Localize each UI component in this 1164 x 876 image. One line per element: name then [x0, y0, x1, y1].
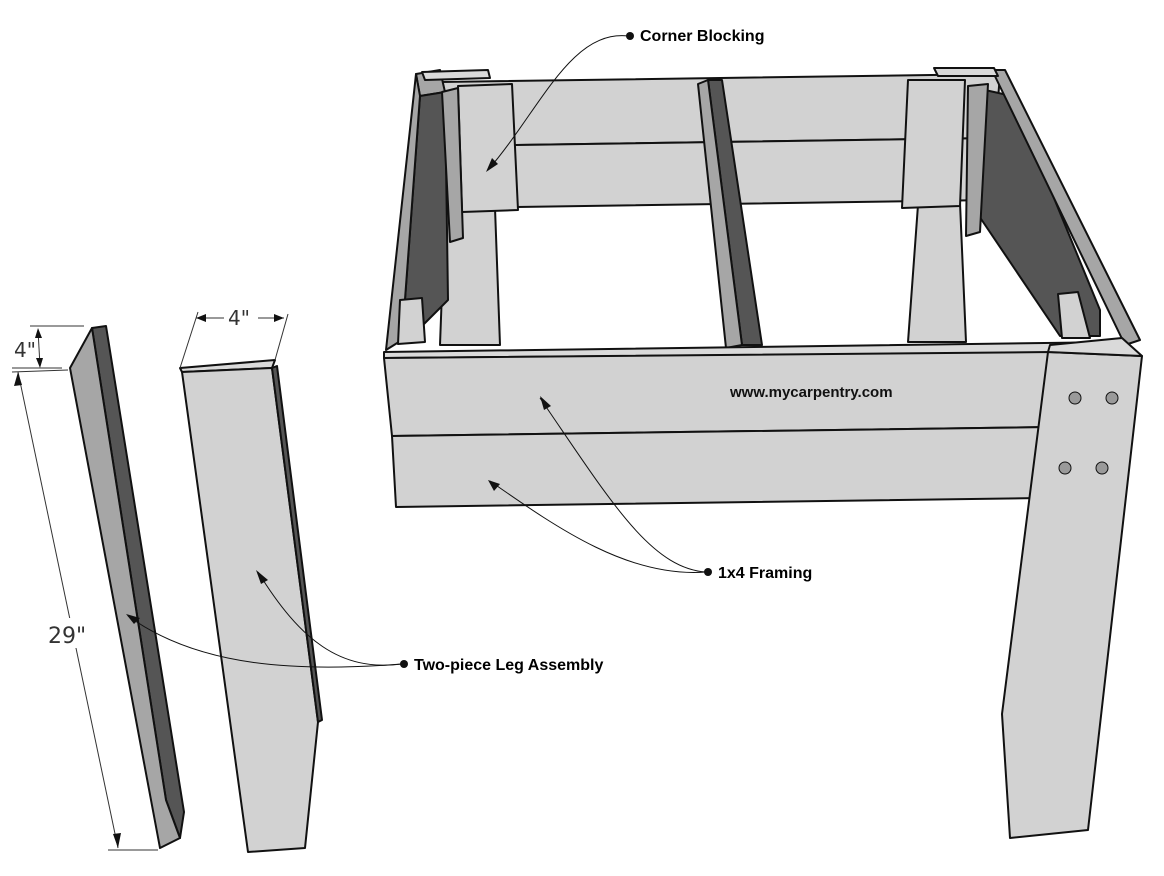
corner-block-front-right	[1057, 291, 1091, 339]
framing-label: 1x4 Framing	[718, 565, 812, 582]
arrowhead-icon	[274, 314, 284, 322]
arrowhead-icon	[36, 358, 43, 368]
right-side-rail	[974, 89, 1101, 337]
corner-block-back-right	[901, 79, 966, 209]
narrow-leg-edge	[91, 327, 167, 801]
corner-blocking-label: Corner Blocking	[640, 28, 764, 45]
arrowhead-icon	[540, 396, 551, 410]
arrowhead-icon	[256, 570, 268, 584]
back-right-leg	[907, 202, 967, 343]
corner-block-right-side	[965, 83, 989, 237]
narrow-leg-side	[91, 325, 185, 839]
corner-block-back-left	[457, 83, 519, 213]
table-frame	[383, 67, 1143, 839]
screw-icon	[1058, 461, 1072, 475]
leg-assembly-label: Two-piece Leg Assembly	[414, 657, 603, 674]
front-right-leg-top	[1047, 337, 1143, 357]
front-rail-bottom-board	[391, 426, 1051, 508]
arrowhead-icon	[14, 372, 22, 386]
corner-block-left-side	[441, 87, 464, 243]
leg-assembly-leader-narrow	[127, 615, 403, 668]
middle-stretcher-edge	[697, 79, 743, 349]
arrowhead-icon	[126, 614, 140, 624]
callout-dot	[626, 32, 634, 40]
leg-width-label: 4"	[228, 306, 250, 330]
framing-leader-upper	[539, 397, 707, 573]
arrowhead-icon	[196, 314, 206, 322]
corner-block-front-left	[397, 297, 426, 345]
arrowhead-icon	[35, 328, 42, 338]
arrowhead-icon	[486, 158, 498, 172]
wide-leg-side	[271, 365, 323, 723]
screw-icon	[1105, 391, 1119, 405]
corner-blocking-leader	[487, 35, 629, 171]
screw-icon	[1068, 391, 1082, 405]
arrowhead-icon	[488, 480, 500, 491]
back-left-leg-cap	[421, 69, 491, 81]
screw-icon	[1095, 461, 1109, 475]
dimensions: 29" 4" 4"	[11, 305, 289, 851]
leg-thickness-label: 4"	[14, 338, 36, 362]
leg-length-label: 29"	[48, 624, 86, 649]
dimension-label-bg	[42, 618, 92, 648]
framing-leader-lower	[489, 480, 707, 574]
wide-leg-face	[181, 367, 319, 853]
arrowhead-icon	[113, 833, 121, 848]
leg-pieces	[69, 325, 323, 853]
leg-length-dimension-line	[17, 371, 119, 849]
back-right-leg-cap	[933, 67, 999, 77]
front-rail-top-board	[383, 351, 1053, 437]
right-side-rail-edge	[991, 69, 1141, 346]
callout-dot	[400, 660, 408, 668]
website-watermark: www.mycarpentry.com	[729, 384, 893, 401]
callouts: Corner Blocking 1x4 Framing Two-piece Le…	[126, 28, 893, 674]
callout-dot	[704, 568, 712, 576]
